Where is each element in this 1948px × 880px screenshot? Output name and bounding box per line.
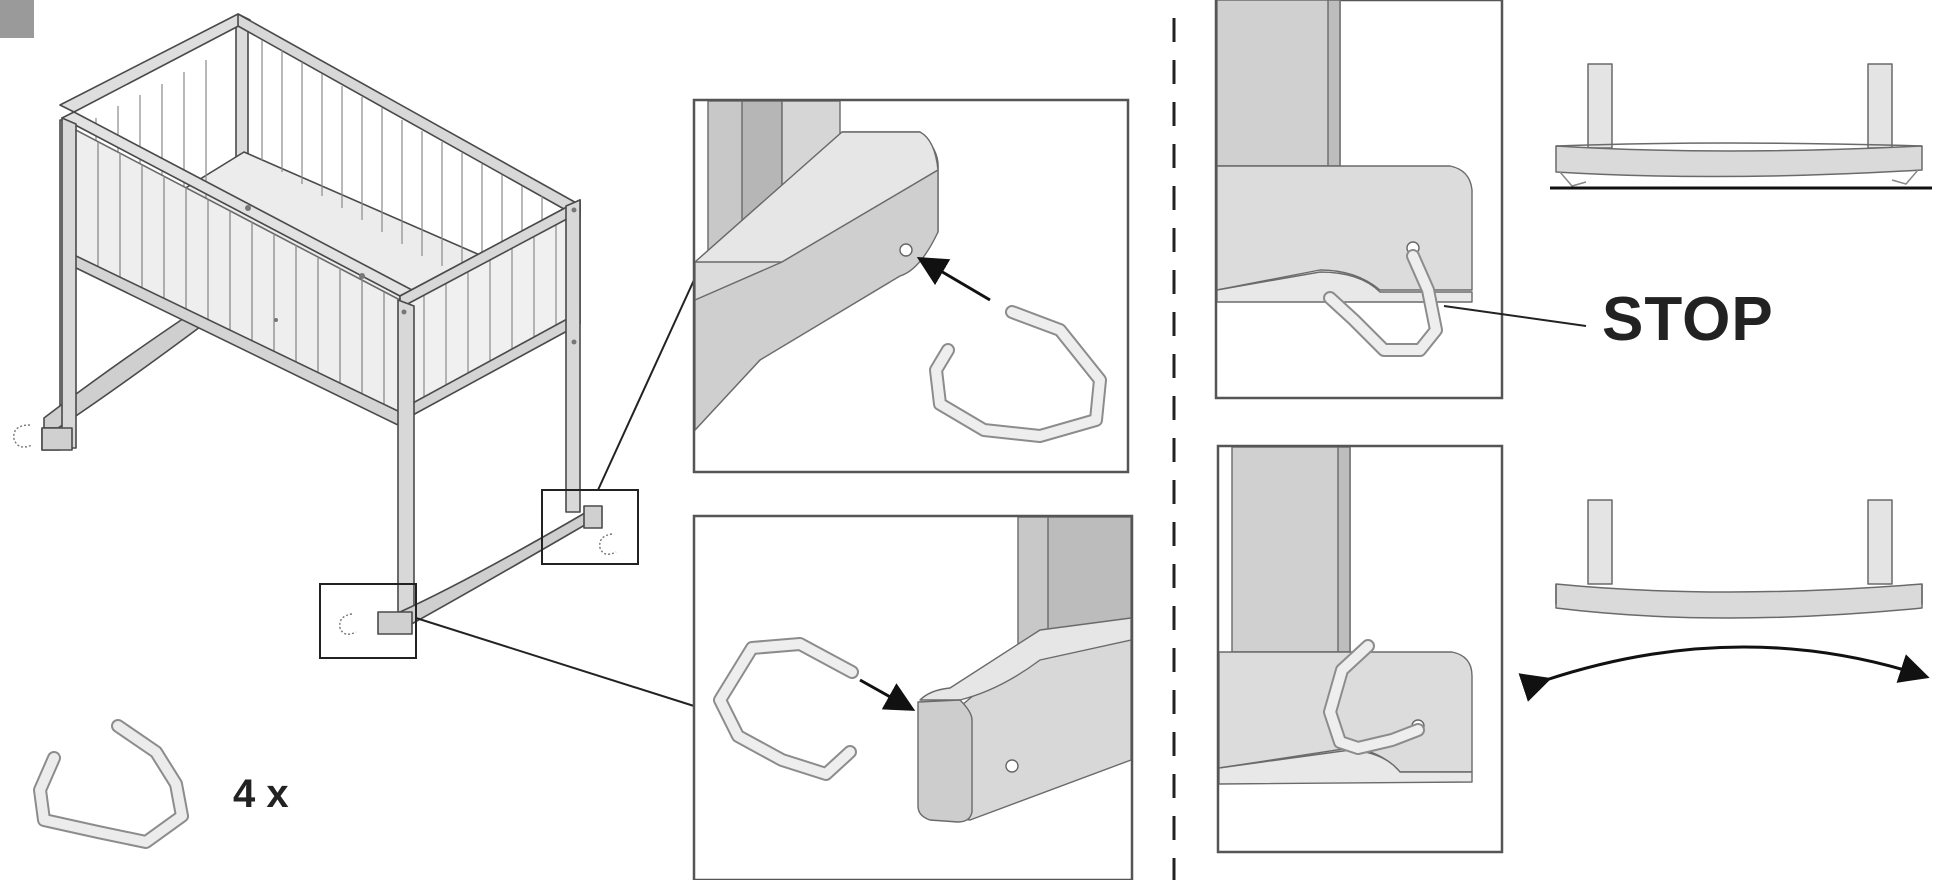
callout-frame-rear bbox=[541, 489, 639, 565]
hook-part-icon bbox=[33, 719, 189, 849]
detail-insert-front bbox=[692, 514, 1134, 880]
callout-frame-front bbox=[319, 583, 417, 659]
step-marker bbox=[0, 0, 34, 38]
cradle-overview bbox=[41, 13, 603, 635]
arrow-icon bbox=[916, 256, 991, 302]
quantity-label: 4 x bbox=[233, 772, 289, 816]
detail-insert-rear bbox=[692, 98, 1130, 474]
hook-position-hint bbox=[13, 424, 617, 635]
side-view-stopped bbox=[1550, 63, 1932, 190]
arrow-icon bbox=[859, 678, 916, 711]
stop-label: STOP bbox=[1602, 285, 1774, 354]
side-view-rocking bbox=[1518, 499, 1930, 702]
curved-double-arrow-icon bbox=[1518, 645, 1930, 702]
detail-stop bbox=[1214, 0, 1587, 400]
detail-rocking bbox=[1216, 444, 1504, 854]
